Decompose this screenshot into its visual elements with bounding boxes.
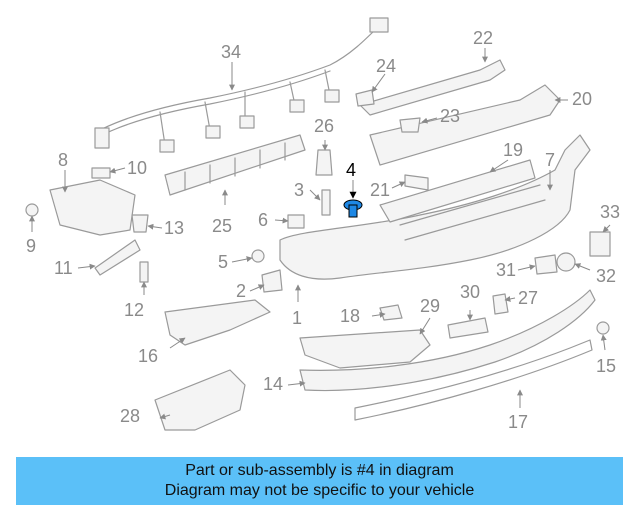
bracket-11[interactable] [94, 239, 141, 276]
wiring-harness[interactable] [94, 17, 389, 153]
callout-14: 14 [263, 374, 283, 394]
callout-22: 22 [473, 28, 493, 48]
ring-32[interactable] [556, 252, 576, 272]
screw-5[interactable] [251, 249, 265, 263]
caption-line-1: Part or sub-assembly is #4 in diagram [185, 462, 454, 479]
callout-18: 18 [340, 306, 360, 326]
trim-17[interactable] [354, 339, 593, 421]
callout-27: 27 [518, 288, 538, 308]
callout-29: 29 [420, 296, 440, 316]
clip-27[interactable] [492, 293, 509, 315]
callout-33: 33 [600, 202, 620, 222]
screw-9[interactable] [25, 203, 39, 217]
callout-7: 7 [545, 150, 555, 170]
callout-11: 11 [54, 258, 73, 278]
lower-cover-14[interactable] [299, 289, 596, 392]
callout-26: 26 [314, 116, 334, 136]
caption-line-2: Diagram may not be specific to your vehi… [164, 482, 475, 499]
callout-32: 32 [596, 266, 616, 286]
callout-31: 31 [496, 260, 516, 280]
callout-1: 1 [292, 308, 302, 328]
callout-20: 20 [572, 89, 592, 109]
callout-34: 34 [221, 42, 241, 62]
callout-15: 15 [596, 356, 616, 376]
callout-30: 30 [460, 282, 480, 302]
screw-4-highlighted[interactable] [343, 199, 363, 218]
clip-10[interactable] [91, 167, 111, 179]
upper-reinforcement[interactable] [359, 59, 561, 166]
callout-25: 25 [212, 216, 232, 236]
nut-6[interactable] [287, 214, 305, 229]
left-side-bracket[interactable] [49, 179, 136, 236]
rivet-3[interactable] [321, 189, 331, 216]
bolt-12[interactable] [139, 261, 149, 283]
bracket-30[interactable] [447, 317, 489, 339]
callout-23: 23 [440, 106, 460, 126]
left-bracket-16[interactable] [164, 299, 271, 346]
callout-17: 17 [508, 412, 528, 432]
caption-banner: Part or sub-assembly is #4 in diagram Di… [16, 457, 623, 505]
screw-15[interactable] [596, 321, 610, 335]
bolt-21[interactable] [404, 174, 429, 191]
callout-28: 28 [120, 406, 140, 426]
callout-2: 2 [236, 281, 246, 301]
callout-6: 6 [258, 210, 268, 230]
energy-absorber[interactable] [164, 134, 306, 196]
clip-24[interactable] [355, 89, 375, 107]
clip-26[interactable] [315, 149, 333, 176]
clip-13[interactable] [131, 214, 149, 233]
callout-24: 24 [376, 56, 396, 76]
bracket-33[interactable] [589, 231, 611, 257]
reflector-29[interactable] [299, 329, 431, 369]
sensor-31[interactable] [534, 254, 558, 275]
bracket-2[interactable] [261, 269, 283, 293]
bumper-cover[interactable] [279, 134, 591, 280]
lower-bracket-28[interactable] [154, 369, 246, 431]
callout-labels: 34 22 24 20 23 26 19 7 8 10 4 3 21 25 6 … [26, 28, 620, 432]
callout-21: 21 [370, 180, 390, 200]
callout-8: 8 [58, 150, 68, 170]
callout-13: 13 [164, 218, 184, 238]
callout-12: 12 [124, 300, 144, 320]
callout-16: 16 [138, 346, 158, 366]
callout-5: 5 [218, 252, 228, 272]
callout-3: 3 [294, 180, 304, 200]
callout-9: 9 [26, 236, 36, 256]
callout-4: 4 [346, 160, 356, 180]
callout-19: 19 [503, 140, 523, 160]
clip-18[interactable] [379, 304, 403, 321]
leader-lines [29, 48, 611, 420]
clip-23[interactable] [399, 117, 421, 133]
parts-diagram: 34 22 24 20 23 26 19 7 8 10 4 3 21 25 6 … [25, 17, 620, 432]
callout-10: 10 [127, 158, 147, 178]
